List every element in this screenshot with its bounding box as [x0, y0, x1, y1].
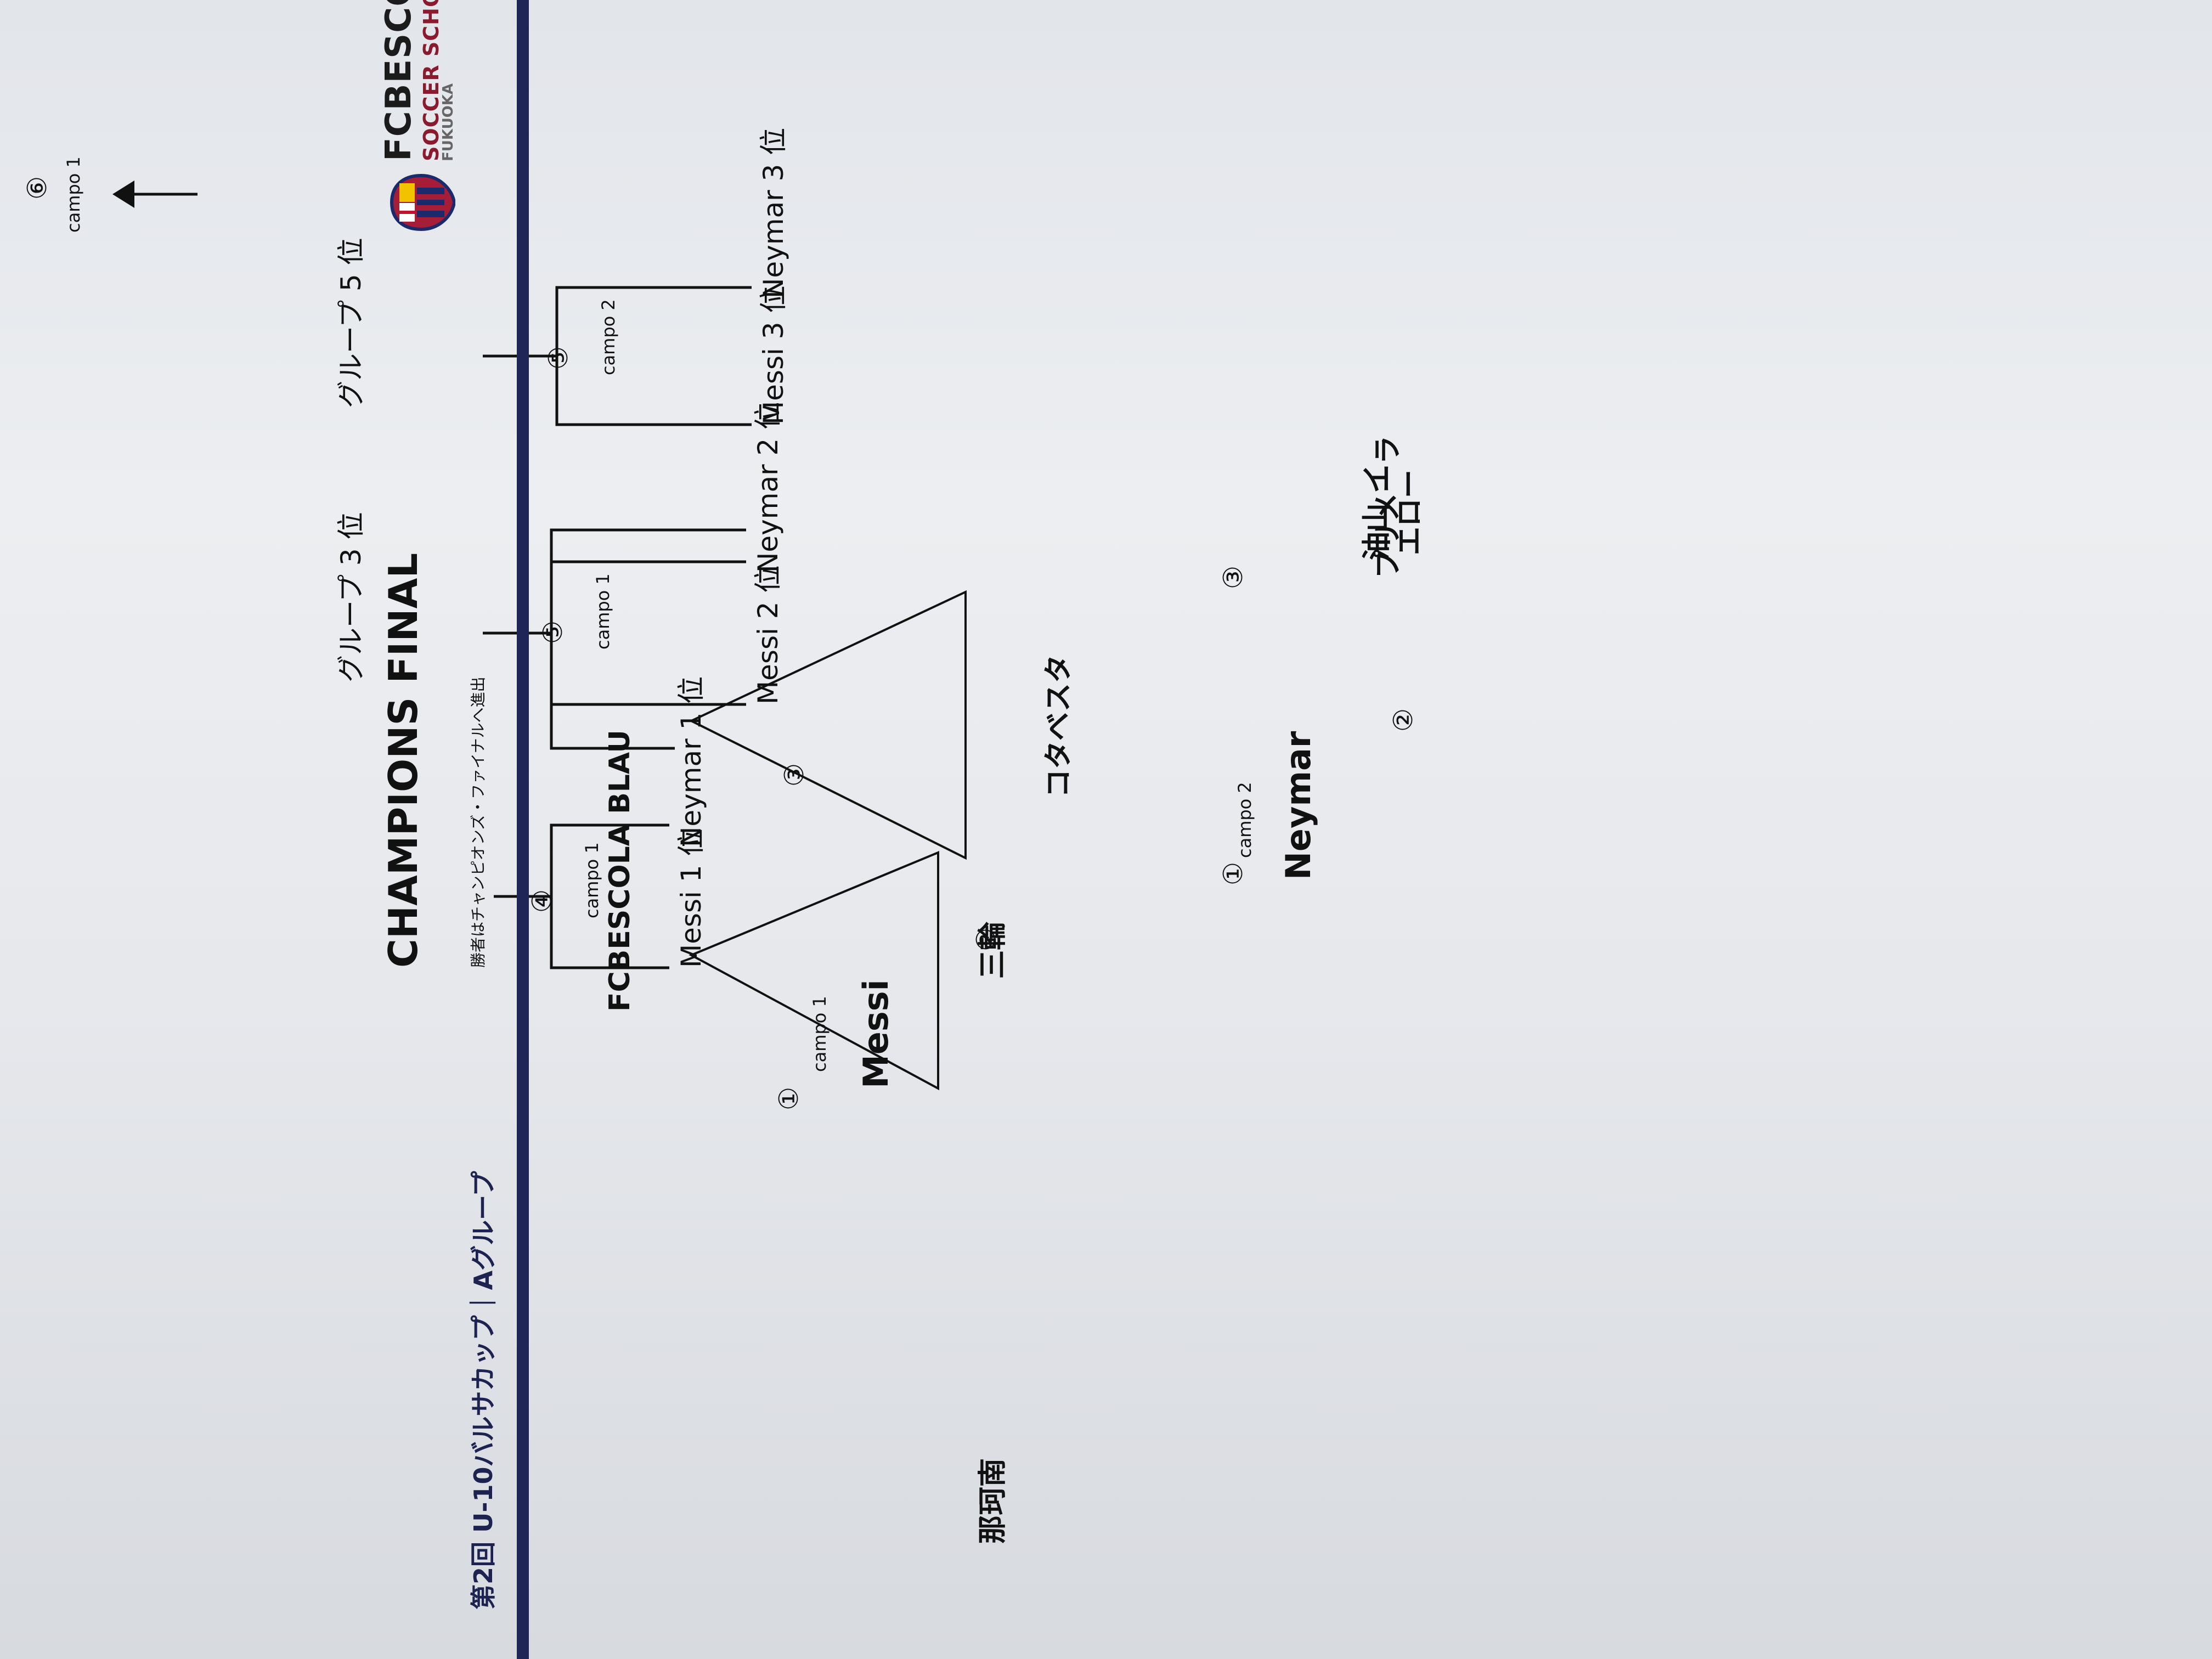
- bracket-1-bottom: Neymar 1 位: [675, 676, 707, 847]
- match-number: ①: [1218, 861, 1249, 885]
- team-kotabesuta: コタベスタ: [1042, 654, 1075, 798]
- brand-city: FUKUOKA: [440, 83, 456, 161]
- page-title: 第2回 U-10バルサカップ｜Aグループ: [469, 1171, 498, 1610]
- bracket-3-campo: campo 2: [598, 299, 619, 375]
- brand-name: FCBESCOLA: [379, 0, 419, 161]
- bracket-1-match: ④: [527, 889, 557, 913]
- bracket-3-top: Messi 3 位: [758, 285, 789, 425]
- bracket-2-campo: campo 1: [592, 573, 613, 650]
- match-number: ②: [971, 927, 1002, 951]
- group-campo-messi: campo 1: [809, 996, 830, 1072]
- fcb-escola-logo: FCBESCOLA SOCCER SCHOOL FUKUOKA: [379, 0, 456, 233]
- team-fcbescola-blau: FCBESCOLA BLAU: [603, 730, 636, 1012]
- group-name-messi: Messi: [856, 979, 896, 1088]
- bracket-2-result: グループ 3 位: [335, 512, 367, 682]
- team-primera: プリメーラ: [1372, 435, 1404, 578]
- match-number: ①: [774, 1086, 804, 1110]
- group-campo-neymar: campo 2: [1234, 782, 1255, 858]
- bracket-3-result: グループ 5 位: [335, 238, 367, 408]
- final-campo: campo 1: [63, 156, 84, 233]
- bracket-2-top: Messi 2 位: [752, 565, 784, 705]
- team-nakaminami: 那珂南: [977, 1458, 1009, 1544]
- champions-final-label: CHAMPIONS FINAL: [380, 552, 426, 968]
- bracket-1-campo: campo 1: [582, 842, 602, 918]
- final-match: ⑥: [22, 176, 53, 200]
- header-rule: [517, 0, 529, 1659]
- bracket-1-top: Messi 1 位: [675, 828, 707, 968]
- group-triangle-neymar: [689, 590, 967, 860]
- bracket-2-bottom: Neymar 2 位: [752, 402, 784, 573]
- match-number: ③: [1218, 565, 1249, 589]
- group-name-neymar: Neymar: [1278, 731, 1318, 880]
- champions-final-note: 勝者はチャンピオンズ・ファイナルへ進出: [469, 676, 487, 968]
- final-arrow-head: [112, 180, 134, 208]
- bracket-3-bottom: Neymar 3 位: [758, 127, 789, 298]
- group-triangle-messi: [689, 851, 939, 1091]
- match-number: ③: [779, 763, 810, 787]
- match-number: ②: [1388, 708, 1419, 732]
- bracket-2-match: ⑤: [538, 620, 568, 644]
- bracket-3-match: ⑤: [543, 346, 574, 370]
- crest-icon: [390, 173, 455, 232]
